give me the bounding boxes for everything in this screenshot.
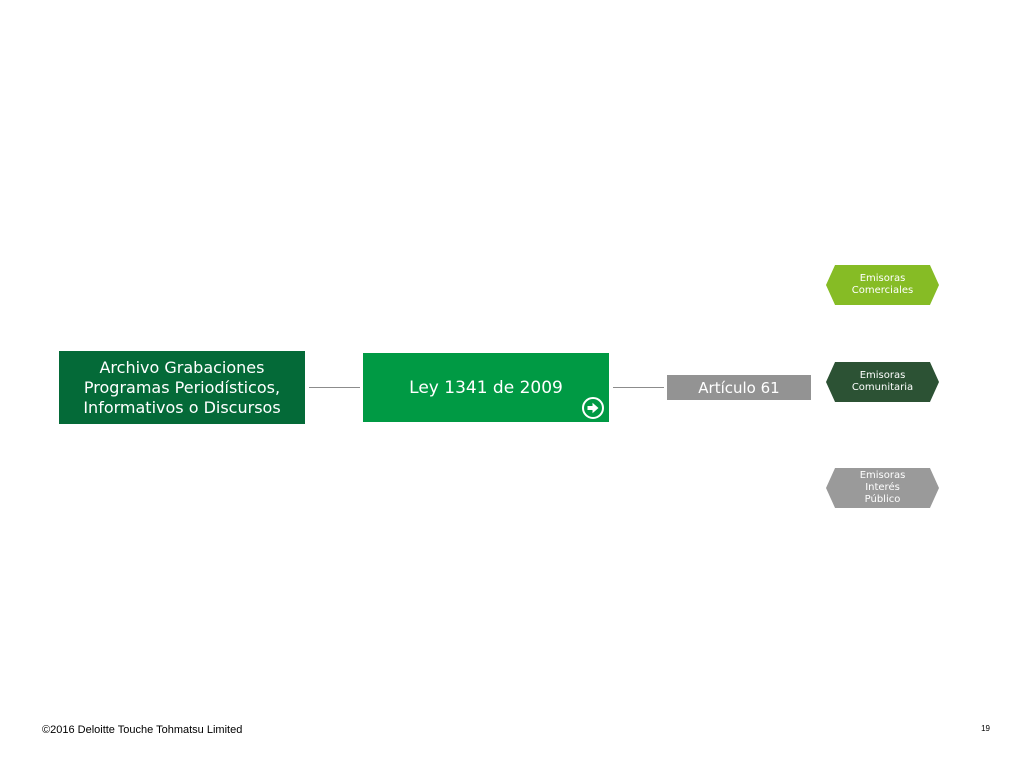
articulo-61-box: Artículo 61	[667, 375, 811, 400]
ley-1341-label: Ley 1341 de 2009	[409, 377, 563, 398]
footer-copyright: ©2016 Deloitte Touche Tohmatsu Limited	[42, 724, 243, 736]
arrow-right-circle-icon[interactable]	[581, 396, 605, 420]
connector-line-ley-articulo	[613, 387, 664, 388]
archivo-grabaciones-box: Archivo Grabaciones Programas Periodísti…	[59, 351, 305, 424]
connector-line-archivo-ley	[309, 387, 360, 388]
emisoras-comerciales-hexagon: Emisoras Comerciales	[826, 265, 939, 305]
emisoras-interes-publico-hexagon: Emisoras Interés Público	[826, 468, 939, 508]
page-number: 19	[981, 724, 990, 733]
ley-1341-box[interactable]: Ley 1341 de 2009	[363, 353, 609, 422]
emisoras-comunitaria-hexagon: Emisoras Comunitaria	[826, 362, 939, 402]
